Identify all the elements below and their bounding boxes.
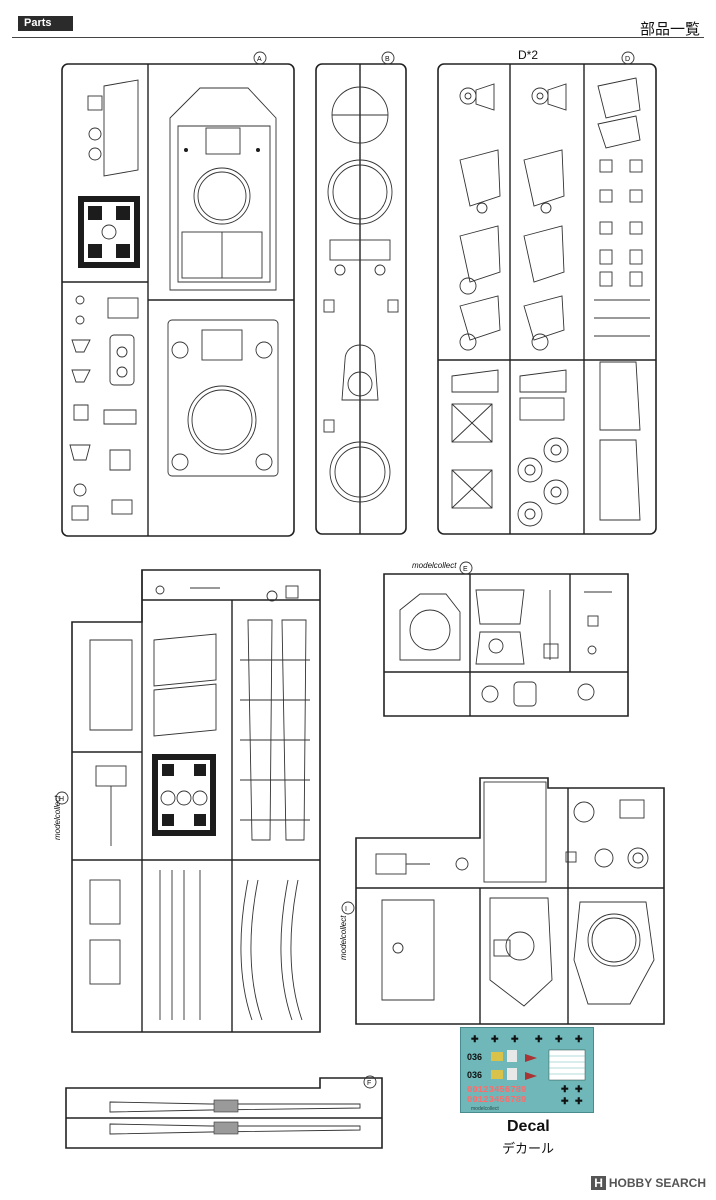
header-rule bbox=[12, 37, 704, 38]
svg-text:✚: ✚ bbox=[561, 1084, 569, 1094]
decal-artwork: ✚ ✚ ✚ ✚ ✚ ✚ 036 036 00123456789 00123456… bbox=[467, 1034, 586, 1112]
svg-text:✚: ✚ bbox=[555, 1034, 563, 1044]
decal-digits-1: 00123456789 bbox=[467, 1085, 526, 1095]
svg-text:B: B bbox=[385, 56, 390, 63]
parts-section-tab: Parts bbox=[18, 16, 73, 31]
svg-text:✚: ✚ bbox=[561, 1096, 569, 1106]
svg-text:E: E bbox=[463, 566, 468, 573]
svg-text:✚: ✚ bbox=[575, 1096, 583, 1106]
page-title-jp: 部品一覧 bbox=[639, 20, 700, 38]
svg-text:A: A bbox=[257, 56, 262, 63]
sprue-h: H modelcollect bbox=[53, 569, 321, 1033]
sprue-d-quantity: D*2 bbox=[518, 48, 539, 62]
svg-text:modelcollect: modelcollect bbox=[53, 795, 62, 840]
svg-text:F: F bbox=[367, 1080, 371, 1087]
decal-label-jp: デカール bbox=[502, 1142, 555, 1157]
sprue-f: F bbox=[65, 1075, 383, 1149]
decal-code-2: 036 bbox=[467, 1070, 482, 1080]
decal-code-1: 036 bbox=[467, 1052, 482, 1062]
sprue-a: A bbox=[61, 51, 295, 537]
svg-text:✚: ✚ bbox=[471, 1034, 479, 1044]
svg-text:modelcollect: modelcollect bbox=[412, 561, 457, 570]
sprue-d: D bbox=[437, 51, 657, 535]
svg-text:✚: ✚ bbox=[491, 1034, 499, 1044]
sprue-b: B bbox=[315, 51, 407, 535]
svg-text:✚: ✚ bbox=[575, 1084, 583, 1094]
svg-text:modelcollect: modelcollect bbox=[339, 915, 348, 960]
svg-text:I: I bbox=[345, 906, 347, 913]
decal-label: Decal bbox=[507, 1118, 550, 1135]
sprue-e: E modelcollect bbox=[383, 561, 629, 717]
watermark-text: HOBBY SEARCH bbox=[608, 1176, 706, 1190]
svg-text:D: D bbox=[625, 56, 630, 63]
watermark-badge: H bbox=[591, 1176, 606, 1190]
decal-digits-2: 00123456789 bbox=[467, 1095, 526, 1105]
svg-text:✚: ✚ bbox=[511, 1034, 519, 1044]
decal-footer: modelcollect bbox=[471, 1106, 499, 1112]
svg-text:H: H bbox=[59, 796, 64, 803]
decal-sheet: ✚ ✚ ✚ ✚ ✚ ✚ 036 036 00123456789 00123456… bbox=[460, 1027, 594, 1113]
svg-text:✚: ✚ bbox=[535, 1034, 543, 1044]
svg-text:✚: ✚ bbox=[575, 1034, 583, 1044]
sprue-i: I modelcollect bbox=[339, 777, 665, 1025]
balkenkreuz-row: ✚ ✚ ✚ ✚ ✚ ✚ bbox=[471, 1034, 583, 1044]
